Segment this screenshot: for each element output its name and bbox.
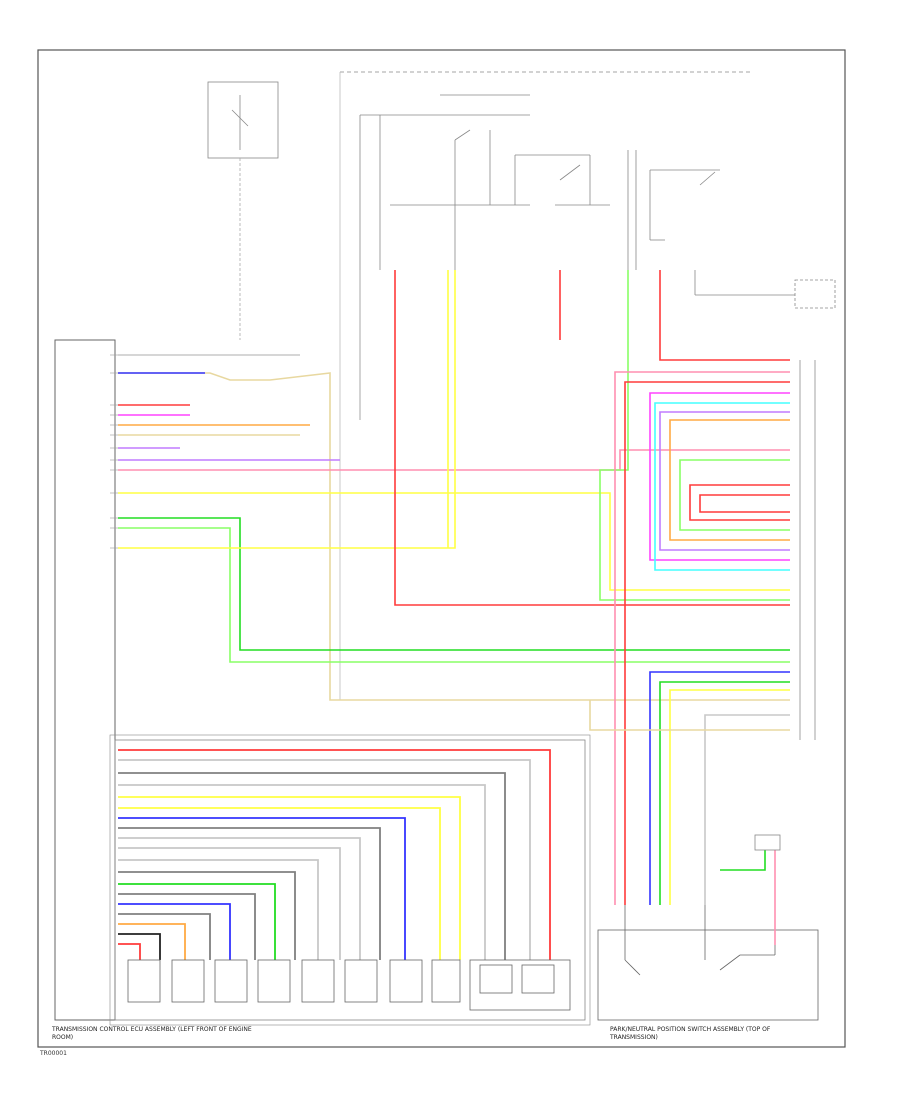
lower-wire-bundle: [118, 749, 551, 960]
relay-box-top-left: [207, 81, 279, 340]
sensor-box-right: [694, 270, 836, 309]
upper-wire-bundle: [118, 270, 790, 701]
footer-code: TR00001: [40, 1050, 67, 1057]
park-neutral-switch: [597, 905, 819, 1021]
right-connector-column: [799, 360, 816, 740]
stop-lamp-connector: [754, 834, 781, 851]
stop-lamp-feed: [720, 850, 776, 945]
right-wire-bundle: [589, 371, 790, 905]
diagram-frame: [37, 49, 846, 1048]
power-distribution-area: [339, 71, 750, 700]
ecu-pin-ticks: [110, 354, 118, 549]
vertical-feed-wires: [359, 270, 790, 606]
solenoid-row: [127, 959, 571, 1011]
ecu-caption: TRANSMISSION CONTROL ECU ASSEMBLY (LEFT …: [52, 1026, 252, 1041]
ecu-left-connector: [54, 339, 591, 1026]
switch-caption: PARK/NEUTRAL POSITION SWITCH ASSEMBLY (T…: [610, 1026, 771, 1041]
